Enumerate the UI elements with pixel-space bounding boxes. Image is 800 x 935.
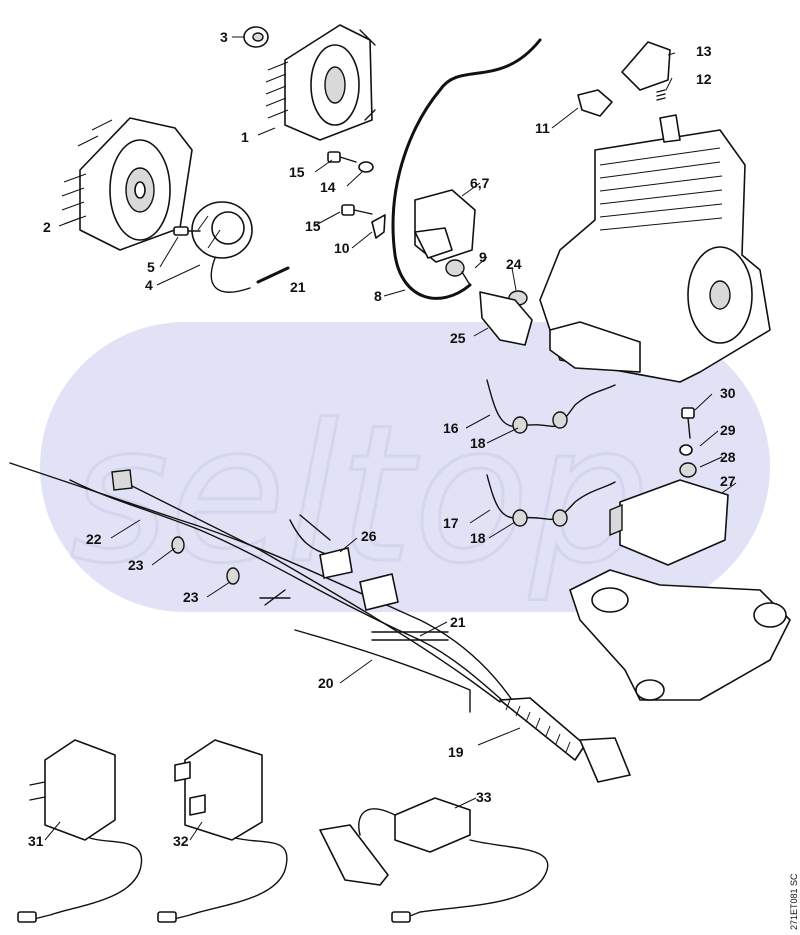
callout-12: 12	[696, 71, 712, 87]
part-screw-15-lower	[341, 204, 386, 239]
callout-15-upper: 15	[289, 164, 305, 180]
part-pin-21	[256, 266, 290, 284]
part-plug-boot	[445, 259, 471, 286]
part-car-charger-33	[319, 797, 549, 923]
callout-29: 29	[720, 422, 736, 438]
callout-21-upper: 21	[290, 279, 306, 295]
callout-21-lower: 21	[450, 614, 466, 630]
callout-18-upper: 18	[470, 435, 486, 451]
part-ht-lead	[391, 38, 542, 300]
part-screw-30	[681, 407, 695, 439]
part-ignition-module	[414, 189, 476, 263]
callout-14: 14	[320, 179, 336, 195]
callout-19: 19	[448, 744, 464, 760]
callout-15-lower: 15	[305, 218, 321, 234]
part-stator-ring	[191, 201, 253, 293]
callout-18-lower: 18	[470, 530, 486, 546]
callout-3: 3	[220, 29, 228, 45]
callout-8: 8	[374, 288, 382, 304]
part-housing	[569, 569, 791, 701]
callout-11: 11	[535, 120, 550, 136]
part-control-module-27	[609, 479, 729, 566]
part-spring-12	[656, 89, 666, 101]
part-engine	[539, 114, 771, 383]
callout-28: 28	[720, 449, 736, 465]
callout-23-upper: 23	[128, 557, 144, 573]
part-nut	[243, 26, 269, 48]
callout-5: 5	[147, 259, 155, 275]
callout-6-7: 6,7	[470, 175, 490, 191]
part-flywheel-front	[61, 117, 193, 251]
part-screw-15-upper	[327, 151, 374, 173]
callout-9: 9	[479, 249, 487, 265]
part-flywheel-rear	[265, 24, 376, 141]
part-bushing-28	[679, 462, 697, 478]
callout-26: 26	[361, 528, 377, 544]
callout-17: 17	[443, 515, 459, 531]
part-screw-5	[173, 226, 201, 236]
part-charger-uk-32	[157, 739, 288, 923]
drawing-reference: 271ET081 SC	[789, 873, 799, 930]
callout-10: 10	[334, 240, 350, 256]
callout-31: 31	[28, 833, 44, 849]
part-wire-16	[486, 379, 616, 434]
callout-25: 25	[450, 330, 466, 346]
callout-1: 1	[241, 129, 249, 145]
callout-27: 27	[720, 473, 736, 489]
callout-2: 2	[43, 219, 51, 235]
callout-22: 22	[86, 531, 102, 547]
part-bracket-25	[479, 291, 533, 346]
callout-16: 16	[443, 420, 459, 436]
part-wire-17	[486, 474, 616, 527]
callout-23-lower: 23	[183, 589, 199, 605]
callout-32: 32	[173, 833, 189, 849]
callout-4: 4	[145, 277, 153, 293]
part-spacer-29	[679, 444, 693, 456]
part-charger-eu-31	[17, 739, 143, 923]
part-wiring-harness	[9, 462, 631, 783]
callout-24: 24	[506, 256, 522, 272]
callout-13: 13	[696, 43, 712, 59]
leader-lines	[44, 36, 737, 841]
callouts: 1 2 3 4 5 6,7 8 9 10 11 12 13 14 15 15 1…	[28, 29, 736, 849]
callout-33: 33	[476, 789, 492, 805]
callout-30: 30	[720, 385, 736, 401]
callout-20: 20	[318, 675, 334, 691]
part-cap-13	[621, 41, 671, 91]
part-terminal-11	[577, 89, 613, 117]
